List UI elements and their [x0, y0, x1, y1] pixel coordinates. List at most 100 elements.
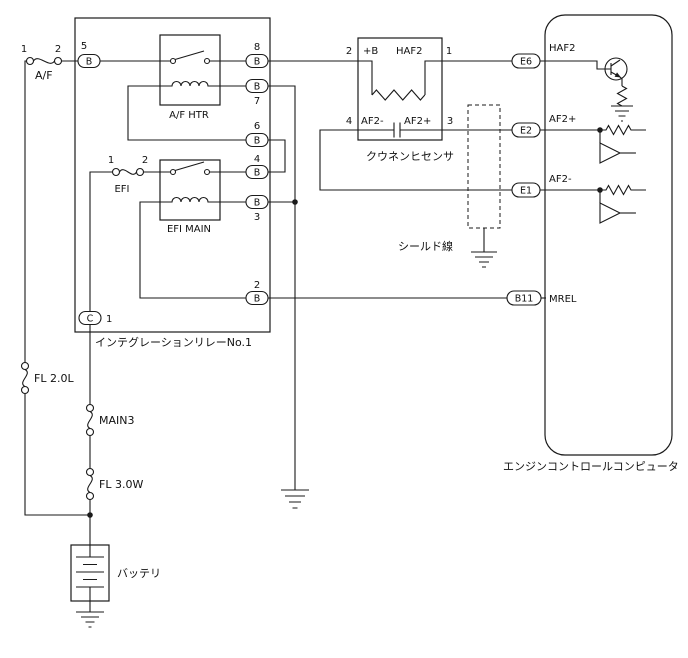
chassis-ground-icon — [281, 489, 309, 509]
resistor-icon — [616, 85, 628, 107]
fuse-terminal — [135, 167, 145, 177]
connector-letter: B — [254, 168, 261, 179]
af-fuse-pin-right: 2 — [55, 44, 61, 55]
efi-fuse-pin-left: 1 — [108, 155, 114, 166]
efi-fuse-pin-right: 2 — [142, 155, 148, 166]
sensor-element-icon — [358, 122, 442, 138]
shield-wire: シールド線 — [398, 104, 501, 268]
sensor-pin-1: 1 — [446, 46, 452, 57]
wire-pin7-to-chassis-ground — [268, 85, 296, 490]
relay-pin-6-connector: B 6 — [245, 121, 269, 148]
wire-pin6-pin4-jumper — [268, 139, 286, 173]
wire-e6-internal — [540, 60, 605, 70]
battery-label: バッテリ — [117, 567, 161, 580]
connector-id: B11 — [515, 294, 534, 305]
pin-number: 1 — [106, 314, 112, 325]
fuse-element-icon — [87, 475, 93, 493]
pin-number: 7 — [254, 96, 260, 107]
sensor-terminal-af2-plus: AF2+ — [404, 116, 431, 127]
switch-contact — [169, 168, 177, 176]
connector-letter: B — [254, 136, 261, 147]
fuse-terminal — [85, 467, 95, 477]
relay-pin-7-connector: B 7 — [245, 78, 269, 107]
efi-main-box — [159, 159, 221, 221]
ecu-haf2-driver-transistor — [604, 57, 633, 122]
integration-relay-label: インテグレーションリレーNo.1 — [95, 335, 252, 349]
emitter-drop — [619, 76, 623, 86]
connector-letter: B — [86, 57, 93, 68]
sensor-heater-circuit — [358, 60, 442, 101]
fl-2-0l-fusible-link: FL 2.0L — [20, 361, 74, 395]
pin-number: 3 — [254, 212, 260, 223]
ground-bars — [281, 489, 309, 509]
ecu-box — [544, 14, 673, 456]
fuse-terminal — [25, 56, 35, 66]
battery: バッテリ — [70, 544, 161, 602]
af-sensor: 2 +B HAF2 1 4 AF2- AF2+ 3 クウネンヒセンサ — [346, 37, 454, 163]
relay-pin-4-connector: B 4 — [245, 154, 269, 180]
connector-oval — [77, 53, 101, 69]
connector-oval — [78, 310, 102, 326]
switch-blade-icon — [174, 50, 205, 61]
connector-id: E6 — [520, 57, 532, 68]
connector-id: E1 — [520, 186, 532, 197]
wire-efimain-coil-to-pin2 — [139, 201, 246, 299]
fuse-terminal — [20, 361, 30, 371]
sensor-terminal-haf2: HAF2 — [396, 46, 422, 57]
ecu-connector-e6: E6 HAF2 — [511, 43, 575, 69]
ecu: エンジンコントロールコンピュータ E6 HAF2 E2 AF2+ E1 AF2-… — [503, 14, 679, 473]
af-htr-relay: A/F HTR — [159, 34, 221, 121]
sensor-pin-3: 3 — [447, 116, 453, 127]
fuse-element-icon — [22, 369, 28, 387]
relay-pin-1-connector: C 1 — [78, 310, 112, 326]
buffer-amp-icon — [599, 142, 622, 164]
connector-letter: B — [254, 57, 261, 68]
af-fuse-pin-left: 1 — [21, 44, 27, 55]
efi-main-label: EFI MAIN — [167, 224, 211, 235]
relay-coil-icon — [160, 80, 220, 87]
switch-contact — [203, 57, 211, 65]
junction-dot — [292, 199, 298, 205]
sensor-label: クウネンヒセンサ — [366, 150, 454, 163]
fuse-element-icon — [119, 169, 137, 175]
transistor-base-bar — [605, 63, 612, 75]
switch-contact — [169, 57, 177, 65]
shield-ground-icon — [471, 251, 497, 268]
fuse-terminal — [53, 56, 63, 66]
ground-bars — [76, 611, 104, 628]
relay-pin-2-connector: B 2 — [245, 280, 269, 306]
integration-relay-box — [74, 17, 271, 333]
wire-af2-minus-to-e1 — [319, 129, 512, 191]
main3-fuse: MAIN3 — [85, 403, 135, 437]
buffer-amp-icon — [599, 202, 622, 224]
efi-fuse: 1 2 EFI — [108, 155, 148, 195]
fuse-terminal — [85, 427, 95, 437]
af-htr-box — [159, 34, 221, 106]
wire-afhtr-coil-to-pin6 — [127, 85, 246, 141]
switch-contact — [203, 168, 211, 176]
fuse-element-icon — [33, 58, 55, 64]
integration-relay: インテグレーションリレーNo.1 A/F HTR 1 2 E — [74, 17, 286, 349]
connector-letter: B — [254, 82, 261, 93]
connector-letter: B — [254, 294, 261, 305]
relay-coil-icon — [160, 196, 220, 203]
main3-label: MAIN3 — [99, 414, 135, 427]
relay-pin-3-connector: B 3 — [245, 194, 269, 223]
ecu-label: エンジンコントロールコンピュータ — [503, 460, 679, 473]
relay-pin-8-connector: B 8 — [245, 42, 269, 69]
relay-pin-5-connector: B 5 — [77, 41, 101, 69]
efi-fuse-label: EFI — [114, 184, 129, 195]
interconnect-wires — [268, 60, 512, 509]
pin-number: 8 — [254, 42, 260, 53]
connector-letter: C — [87, 314, 94, 325]
fl-2-0l-label: FL 2.0L — [34, 372, 74, 385]
ecu-af2-plus-input-circuit — [597, 124, 646, 164]
connector-oval — [245, 132, 269, 148]
battery-ground-icon — [76, 601, 104, 628]
wire-af-fuse-feed-lower — [24, 393, 90, 516]
connector-id: E2 — [520, 126, 532, 137]
transistor-collector — [610, 59, 621, 67]
af-htr-label: A/F HTR — [169, 110, 209, 121]
